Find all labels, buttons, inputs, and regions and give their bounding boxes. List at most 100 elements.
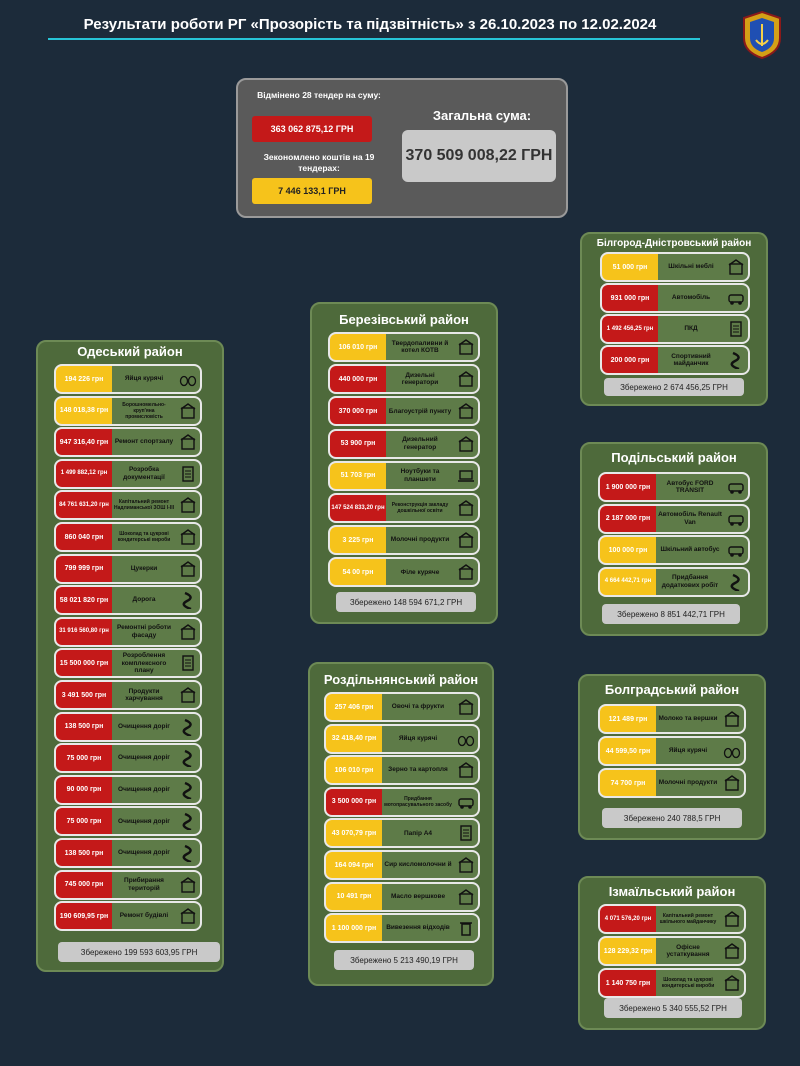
tender-label: Папір А4 <box>382 820 454 847</box>
district-saved-total: Збережено 5 213 490,19 ГРН <box>334 950 474 970</box>
tender-label: Автомобіль Renault Van <box>656 505 724 532</box>
tender-label: Овочі та фрукти <box>382 694 454 720</box>
tender-amount: 190 609,95 грн <box>56 903 112 930</box>
paper-icon <box>454 820 478 847</box>
district-title: Ізмаїльський район <box>608 884 736 899</box>
district-title: Білгород-Дністровський район <box>596 238 752 249</box>
butter-icon <box>454 883 478 910</box>
car-icon <box>724 285 748 311</box>
tender-amount: 370 000 грн <box>330 398 386 425</box>
tender-amount: 1 499 882,12 грн <box>56 460 112 487</box>
tender-amount: 931 000 грн <box>602 285 658 311</box>
tender-amount: 75 000 грн <box>56 745 112 772</box>
tender-amount: 84 761 631,20 грн <box>56 492 112 519</box>
saved-value: 7 446 133,1 ГРН <box>252 178 372 204</box>
school-icon <box>176 492 200 519</box>
tender-amount: 3 225 грн <box>330 527 386 554</box>
eggs-icon <box>720 738 744 764</box>
tender-label: Молочні продукти <box>386 527 454 554</box>
tender-label: Філе куряче <box>386 559 454 586</box>
tender-label: Реконструкція закладу дошкільної освіти <box>386 495 454 521</box>
tender-amount: 1 900 000 грн <box>600 474 656 500</box>
tender-amount: 54 00 грн <box>330 559 386 586</box>
tender-label: Масло вершкове <box>382 883 454 910</box>
district-saved-total: Збережено 148 594 671,2 ГРН <box>336 592 476 612</box>
tender-amount: 128 229,32 грн <box>600 938 656 964</box>
tender-amount: 147 524 833,20 грн <box>330 495 386 521</box>
vehicle-icon <box>454 788 478 815</box>
flour-icon <box>176 397 200 424</box>
tender-label: Твердопаливни й котел КОТВ <box>386 334 454 360</box>
tender-amount: 4 664 442,71 грн <box>600 568 656 595</box>
road-icon <box>176 840 200 866</box>
tender-amount: 947 316,40 грн <box>56 429 112 456</box>
cheese-icon <box>454 852 478 878</box>
district-title: Болградський район <box>604 682 740 697</box>
road-icon <box>176 587 200 614</box>
document-icon <box>724 316 748 342</box>
tender-label: Очищення доріг <box>112 808 176 835</box>
total-value: 370 509 008,22 ГРН <box>402 130 556 182</box>
district-title: Подільський район <box>611 450 737 465</box>
grain-icon <box>454 757 478 784</box>
tender-amount: 43 070,79 грн <box>326 820 382 847</box>
tender-amount: 440 000 грн <box>330 366 386 393</box>
tender-label: Шкільний автобус <box>656 537 724 563</box>
tender-amount: 138 500 грн <box>56 713 112 740</box>
road-icon <box>176 808 200 835</box>
tender-label: Офісне устаткування <box>656 938 720 964</box>
tender-label: Продукти харчування <box>112 682 176 708</box>
tender-amount: 31 916 560,80 грн <box>56 618 112 645</box>
fruits-icon <box>454 694 478 720</box>
tender-label: Цукерки <box>112 555 176 582</box>
tender-label: Придбання мотопрасувального засобу <box>382 788 454 815</box>
cancelled-value: 363 062 875,12 ГРН <box>252 116 372 142</box>
district-title: Березівський район <box>339 312 469 327</box>
tender-amount: 51 703 грн <box>330 462 386 489</box>
title-underline <box>48 38 700 40</box>
building-icon <box>454 398 478 425</box>
trash-icon <box>454 915 478 942</box>
milk-icon <box>720 770 744 796</box>
tender-amount: 106 010 грн <box>326 757 382 784</box>
district-saved-total: Збережено 240 788,5 ГРН <box>602 808 742 828</box>
tender-label: Очищення доріг <box>112 745 176 772</box>
tender-label: Капітальний ремонт шкільного майданчику <box>656 906 720 932</box>
tender-amount: 164 094 грн <box>326 852 382 878</box>
coat-of-arms-icon <box>743 10 781 60</box>
milk-icon <box>454 527 478 554</box>
tender-label: Капітальний ремонт Надлиманської ЗОШ І-І… <box>112 492 176 519</box>
tender-amount: 106 010 грн <box>330 334 386 360</box>
generator-icon <box>454 366 478 393</box>
road-icon <box>176 745 200 772</box>
tender-label: Очищення доріг <box>112 713 176 740</box>
boiler-icon <box>454 334 478 360</box>
tender-label: Ремонт будівлі <box>112 903 176 930</box>
tender-label: Ремонт спортзалу <box>112 429 176 456</box>
tender-amount: 257 406 грн <box>326 694 382 720</box>
tender-amount: 90 000 грн <box>56 776 112 803</box>
tender-amount: 138 500 грн <box>56 840 112 866</box>
tender-label: Розроблення комплексного плану <box>112 650 176 677</box>
